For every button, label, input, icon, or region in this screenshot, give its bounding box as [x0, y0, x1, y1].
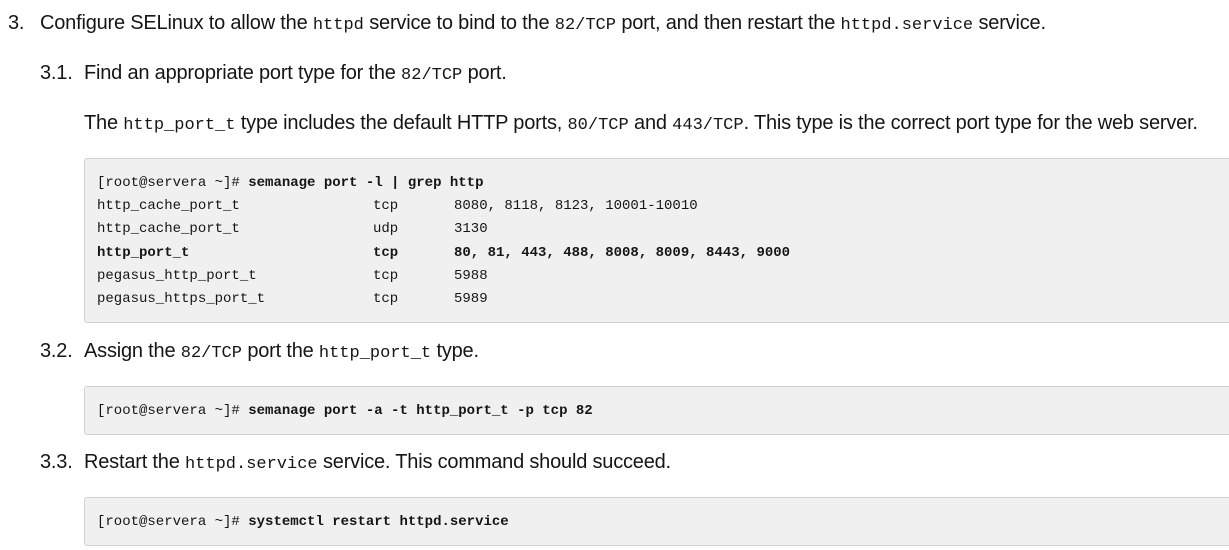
step-text: Assign the 82/TCP port the http_port_t t…	[84, 340, 479, 363]
step-number: 3.2.	[40, 340, 73, 362]
port-type-explanation: The http_port_t type includes the defaul…	[84, 112, 1198, 135]
port-numbers: 5988	[454, 267, 488, 284]
command-line: [root@servera ~]# systemctl restart http…	[97, 512, 509, 532]
shell-command: semanage port -a -t http_port_t -p tcp 8…	[248, 403, 593, 419]
table-row: http_port_t tcp 80, 81, 443, 488, 8008, 80…	[97, 243, 1197, 263]
step-number: 3.3.	[40, 451, 73, 473]
inline-code: http_port_t	[123, 116, 236, 135]
port-numbers: 80, 81, 443, 488, 8008, 8009, 8443, 9000	[454, 244, 791, 261]
step-number: 3.1.	[40, 62, 73, 84]
step-text: Configure SELinux to allow the httpd ser…	[40, 12, 1046, 35]
port-type-name: pegasus_https_port_t	[97, 291, 266, 307]
port-protocol: tcp	[373, 244, 399, 261]
shell-prompt: [root@servera ~]#	[97, 175, 249, 191]
inline-code: http_port_t	[318, 344, 432, 363]
port-protocol: tcp	[373, 267, 399, 284]
port-type-name: pegasus_http_port_t	[97, 267, 257, 284]
code-block-restart-service: [root@servera ~]# systemctl restart http…	[84, 497, 1229, 546]
port-protocol: tcp	[373, 291, 399, 307]
table-row: pegasus_https_port_t tcp 5989	[97, 289, 1197, 309]
inline-code: httpd.service	[840, 16, 974, 35]
port-protocol: udp	[373, 221, 399, 238]
inline-code: httpd.service	[184, 455, 318, 474]
step-text: Restart the httpd.service service. This …	[84, 451, 671, 474]
step-number: 3.	[8, 12, 25, 34]
port-protocol: tcp	[373, 198, 399, 214]
table-row: pegasus_http_port_t tcp 5988	[97, 266, 1197, 286]
port-numbers: 5989	[454, 291, 488, 307]
port-type-name: http_cache_port_t	[97, 198, 240, 214]
shell-prompt: [root@servera ~]#	[97, 403, 249, 419]
port-type-name: http_port_t	[97, 244, 190, 261]
inline-code: 80/TCP	[567, 116, 629, 135]
step-text: Find an appropriate port type for the 82…	[84, 62, 507, 85]
port-type-name: http_cache_port_t	[97, 221, 240, 238]
table-row: http_cache_port_t tcp 8080, 8118, 8123, 10…	[97, 196, 1197, 216]
port-numbers: 8080, 8118, 8123, 10001-10010	[454, 198, 698, 214]
code-block-port-list: [root@servera ~]# semanage port -l | gre…	[84, 158, 1229, 323]
command-line: [root@servera ~]# semanage port -a -t ht…	[97, 401, 593, 421]
code-block-assign-port: [root@servera ~]# semanage port -a -t ht…	[84, 386, 1229, 435]
port-numbers: 3130	[454, 221, 488, 238]
shell-prompt: [root@servera ~]#	[97, 514, 249, 530]
inline-code: 443/TCP	[672, 116, 744, 135]
inline-code: httpd	[312, 16, 364, 35]
command-line: [root@servera ~]# semanage port -l | gre…	[97, 173, 483, 193]
inline-code: 82/TCP	[401, 66, 463, 85]
inline-code: 82/TCP	[180, 344, 242, 363]
inline-code: 82/TCP	[554, 16, 616, 35]
shell-command: systemctl restart httpd.service	[248, 514, 509, 530]
table-row: http_cache_port_t udp 3130	[97, 219, 1197, 239]
shell-command: semanage port -l | grep http	[248, 175, 484, 191]
